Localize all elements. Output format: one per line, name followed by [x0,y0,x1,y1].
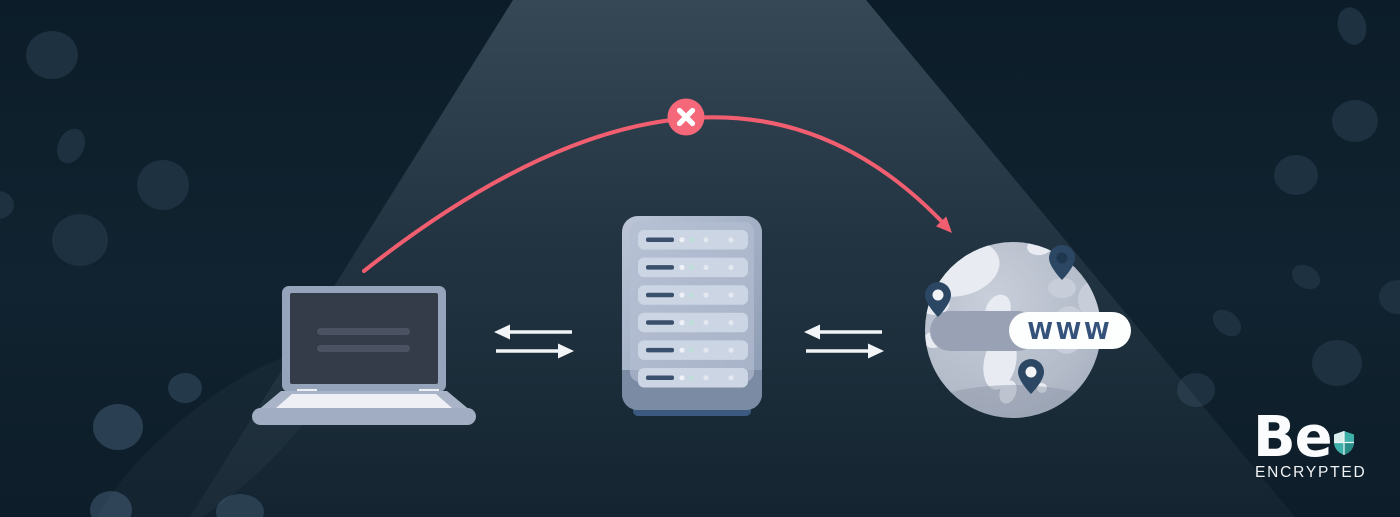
logo-subtitle-text: ENCRYPTED [1255,464,1367,481]
badge-shadow [930,311,1038,351]
x-circle-icon [667,98,705,136]
brand-logo: Be ENCRYPTED [1253,405,1367,481]
server-rack-units [638,230,748,388]
screen-text-line [317,328,410,335]
screen-text-line [317,345,410,352]
globe-illustration: WWW [925,242,1131,418]
logo-brand-text: Be [1253,405,1332,470]
location-pin-icon [925,282,951,317]
background-blobs [0,7,1400,517]
www-badge: WWW [1009,312,1131,349]
shield-icon [1334,431,1354,455]
location-pin-icon [1049,245,1075,280]
www-label: WWW [1027,319,1112,345]
transfer-arrows-left [494,324,574,359]
transfer-arrows-right [804,324,884,359]
laptop-illustration [252,286,476,425]
location-pin-icon [1018,359,1044,394]
server-illustration [622,216,762,416]
